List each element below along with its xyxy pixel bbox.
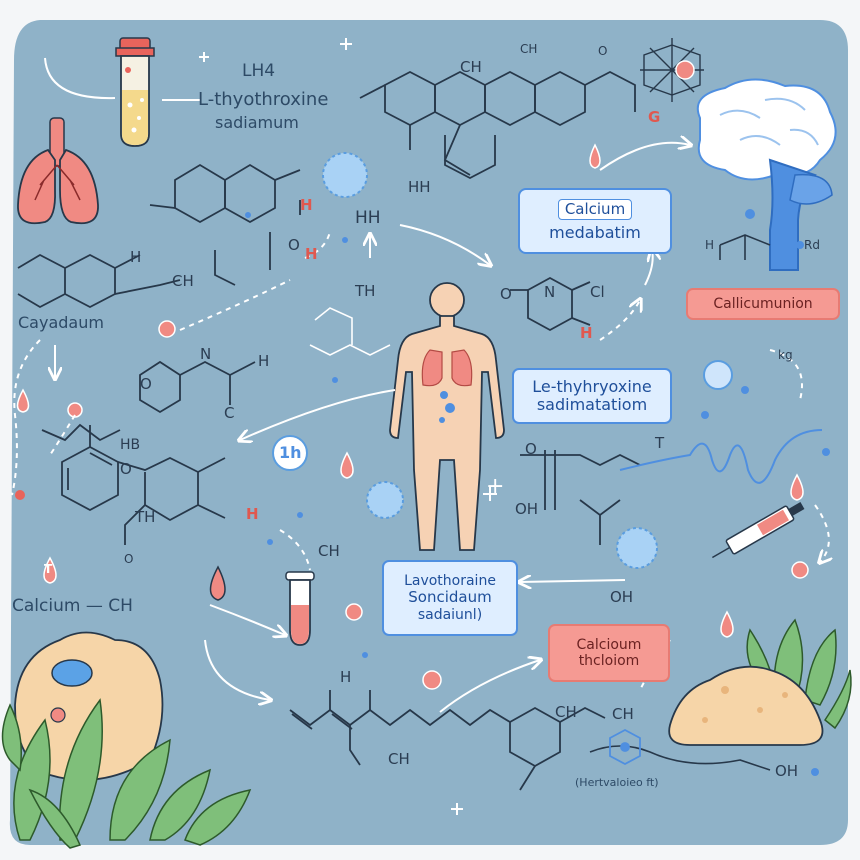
- chem-rd-brain: Rd: [804, 238, 820, 252]
- chem-o-left: O: [288, 236, 300, 254]
- syringe-icon: [711, 502, 805, 559]
- calcioum-box-line1: Calcioum: [576, 636, 642, 653]
- cell-icons: [272, 152, 733, 569]
- molecule-mid-left: [139, 360, 256, 414]
- chem-o-mid: O: [140, 375, 152, 393]
- rock-plant-icon: [1, 631, 252, 849]
- calcium-box-line1: Calcium: [557, 199, 633, 221]
- chem-o-ring: O: [500, 285, 512, 303]
- center-box-line2: sadimatatiom: [536, 395, 648, 414]
- chem-oh-wave: OH: [515, 500, 539, 518]
- molecule-center-small: [309, 307, 391, 356]
- bond: [214, 250, 236, 286]
- connector-line: [44, 57, 116, 100]
- chem-t-wave: T: [655, 434, 665, 452]
- chem-th-left: TH: [355, 282, 376, 300]
- title-sadiamum: sadiamum: [215, 113, 299, 132]
- dot-icons: [15, 209, 830, 776]
- flask-icon: [285, 571, 315, 646]
- chem-kg: kg: [778, 348, 793, 362]
- bond: [589, 745, 771, 771]
- star-molecule-icon: [640, 38, 704, 102]
- chem-ch-top: CH: [460, 58, 482, 76]
- chem-hh-center: HH: [355, 208, 381, 228]
- ph-bubble-label: 1h: [279, 443, 302, 462]
- human-body-icon: [389, 282, 505, 551]
- chem-th-bottom: TH: [135, 508, 156, 526]
- arrows: [55, 224, 653, 713]
- chem-ch3-bottom: CH: [612, 705, 634, 723]
- molecule-brain: [719, 234, 771, 260]
- chem-g-red: G: [648, 108, 661, 126]
- molecule-ring-right: [510, 276, 591, 332]
- label-calcium-ch: Calcium — CH: [12, 596, 133, 616]
- title-thyothroxine: L-thyothroxine: [198, 89, 329, 110]
- chem-h-brain: H: [705, 238, 715, 252]
- chem-h-mid: H: [258, 352, 270, 370]
- rock-plant-right-icon: [668, 618, 852, 746]
- chem-ch3-flask: CH: [318, 542, 340, 560]
- chem-h-red-bottom: H: [246, 505, 259, 523]
- chem-n-mid: N: [200, 345, 212, 363]
- center-box-line1: Le-thyhryoxine: [532, 376, 652, 396]
- chem-hb-left: HB: [120, 437, 141, 453]
- chem-ch-top-right: CH: [520, 42, 538, 56]
- calcium-box-line2: medabatim: [549, 223, 641, 243]
- chem-oh-far-right: OH: [775, 762, 799, 780]
- chem-o-bottom-left: O: [120, 460, 132, 478]
- molecule-bottom-left: [41, 423, 226, 545]
- callicumunion-box: Callicumunion: [686, 288, 840, 320]
- chem-h-red-1: H: [300, 196, 313, 214]
- test-tube-icon: [115, 37, 155, 147]
- signal-wave: [619, 429, 823, 484]
- hexagon-small-icon: [609, 728, 641, 766]
- sparkle-icons: [199, 38, 497, 815]
- caption-bottom: (Hertvaloieo ft): [575, 776, 659, 789]
- droplet-icons: [16, 143, 804, 638]
- lavothoraine-box: Lavothoraine Soncidaum sadaiunl): [382, 560, 518, 636]
- chem-h-left: H: [130, 248, 142, 266]
- molecule-left: [17, 163, 301, 309]
- chem-oh-right: OH: [610, 588, 634, 606]
- lethyhryoxine-box: Le-thyhryoxine sadimatatiom: [512, 368, 672, 424]
- chem-o-wave: O: [525, 440, 537, 458]
- lungs-icon: [17, 117, 99, 225]
- brain-icon: [696, 78, 837, 271]
- arrow: [599, 143, 690, 171]
- chem-o-small: O: [124, 552, 134, 566]
- chem-o-top: O: [598, 44, 608, 58]
- calcioum-box: Calcioum thcloiom: [548, 624, 670, 682]
- label-cayadaum: Cayadaum: [18, 313, 104, 332]
- callicumunion-label: Callicumunion: [713, 295, 813, 312]
- chem-h-bottom: H: [340, 668, 352, 686]
- calcium-medabatim-box: Calcium medabatim: [518, 188, 672, 254]
- chem-h-red-2: H: [305, 245, 318, 263]
- bottom-box-line1: Lavothoraine: [404, 573, 496, 590]
- molecule-bottom-chain: [289, 690, 606, 791]
- title-lh4: LH4: [242, 61, 276, 81]
- chem-ch-bottom-right: CH: [555, 703, 577, 721]
- chem-cl-ring: Cl: [590, 283, 605, 301]
- chem-h-red-ring: H: [580, 324, 593, 342]
- calcioum-box-line2: thcloiom: [578, 653, 640, 669]
- chem-t-drop: T: [44, 562, 53, 576]
- chem-c-mid: C: [224, 404, 235, 422]
- bottom-box-line3: sadaiunl): [417, 606, 483, 623]
- bottom-box-line2: Soncidaum: [408, 588, 492, 607]
- chem-ch-bottom: CH: [388, 750, 410, 768]
- chem-n-ring: N: [544, 283, 556, 301]
- plus-sign: +: [486, 474, 505, 499]
- molecule-wave-right: [520, 450, 641, 545]
- chem-ch-left: CH: [172, 272, 194, 290]
- chem-hh-small: HH: [408, 178, 431, 196]
- molecule-top: [359, 70, 636, 180]
